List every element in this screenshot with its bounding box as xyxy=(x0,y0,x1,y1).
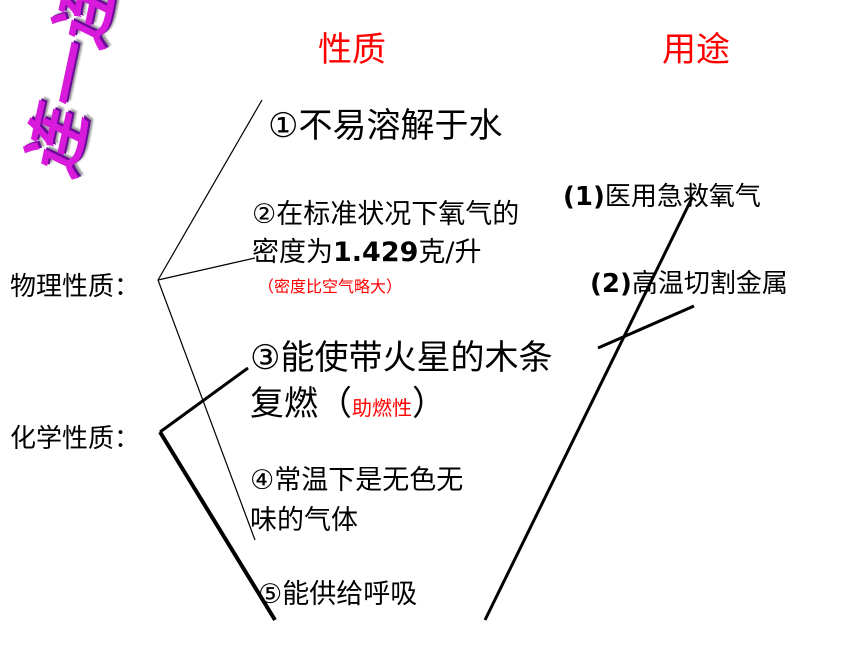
line-p5-to-u1 xyxy=(483,197,694,621)
property-3-note: 助燃性 xyxy=(352,396,412,420)
use-2-text: 高温切割金属 xyxy=(631,269,788,299)
use-1-text: 医用急救氧气 xyxy=(604,182,761,212)
property-3-line2: 复燃（助燃性） xyxy=(250,376,446,425)
property-2-line1: ②在标准状况下氧气的 xyxy=(252,199,520,230)
property-3-text-c: ） xyxy=(412,384,446,424)
use-1: (1)医用急救氧气 xyxy=(563,176,761,213)
use-2-number: (2) xyxy=(590,269,632,299)
property-5: ⑤能供给呼吸 xyxy=(258,579,418,610)
line-p3-to-u2 xyxy=(597,304,695,350)
line-physical-to-p4 xyxy=(157,279,256,541)
property-3-line1: ③能使带火星的木条 xyxy=(250,338,553,378)
category-chemical: 化学性质： xyxy=(10,424,141,454)
use-1-number: (1) xyxy=(563,182,605,212)
use-2: (2)高温切割金属 xyxy=(590,263,788,300)
property-3-text-a: 复燃（ xyxy=(250,384,352,424)
property-1: ①不易溶解于水 xyxy=(268,106,503,146)
property-2-text-a: 密度为 xyxy=(252,237,333,268)
property-4-line2: 味的气体 xyxy=(250,505,358,536)
property-2-line2: 密度为1.429克/升 xyxy=(252,230,482,269)
line-chemical-to-p3 xyxy=(159,366,249,434)
category-physical: 物理性质： xyxy=(10,272,141,302)
line-physical-to-p2 xyxy=(157,257,256,281)
header-property: 性质 xyxy=(318,30,386,70)
property-4-line1: ④常温下是无色无 xyxy=(250,465,464,496)
property-2-density-value: 1.429 xyxy=(333,237,419,268)
property-2-note: （密度比空气略大） xyxy=(258,277,403,296)
line-chemical-to-p5 xyxy=(158,430,277,622)
property-2-text-c: 克/升 xyxy=(418,237,482,268)
line-physical-to-p1 xyxy=(157,99,263,281)
header-usage: 用途 xyxy=(662,30,730,70)
